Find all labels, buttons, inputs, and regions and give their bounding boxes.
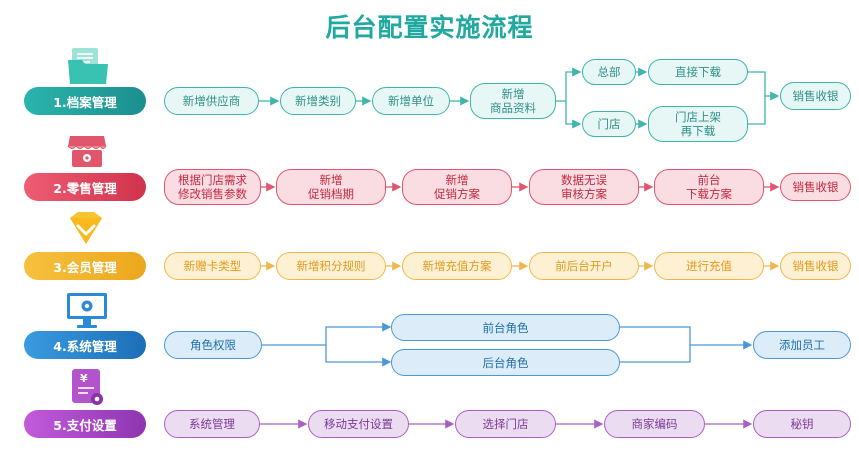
file-folder-icon: [68, 48, 108, 84]
step-add-product: 新增 商品资料: [470, 83, 556, 119]
step-front-download-plan: 前台 下载方案: [654, 169, 764, 205]
step-new-gift-card-type: 新赠卡类型: [164, 252, 261, 280]
row-label-member: 3.会员管理: [24, 252, 146, 280]
row-label-payment: 5.支付设置: [24, 410, 146, 438]
step-add-promo-plan: 新增 促销方案: [402, 169, 512, 205]
step-mobile-payment-settings: 移动支付设置: [308, 410, 409, 438]
step-add-points-rule: 新增积分规则: [276, 252, 386, 280]
row-label-archive: 1.档案管理: [24, 87, 146, 115]
step-store: 门店: [582, 111, 636, 137]
step-merchant-code: 商家编码: [604, 410, 705, 438]
step-sales-checkout-1: 销售收银: [780, 82, 851, 110]
step-modify-sales-params: 根据门店需求 修改销售参数: [164, 169, 261, 205]
monitor-gear-icon: [67, 293, 107, 328]
step-add-supplier: 新增供应商: [164, 87, 259, 115]
step-select-store: 选择门店: [455, 410, 556, 438]
step-direct-download: 直接下载: [648, 59, 748, 85]
step-open-account: 前后台开户: [529, 252, 639, 280]
diamond-badge-icon: [70, 212, 102, 244]
step-add-promo-period: 新增 促销档期: [276, 169, 386, 205]
step-add-employee: 添加员工: [753, 331, 851, 359]
step-headquarters: 总部: [582, 59, 636, 85]
step-back-role: 后台角色: [391, 349, 620, 376]
step-system-management: 系统管理: [164, 410, 260, 438]
step-sales-checkout-3: 销售收银: [780, 252, 851, 280]
step-review-plan: 数据无误 审核方案: [529, 169, 639, 205]
step-sales-checkout-2: 销售收银: [780, 173, 851, 201]
step-add-unit: 新增单位: [372, 87, 450, 115]
step-recharge: 进行充值: [654, 252, 764, 280]
step-role-permissions: 角色权限: [164, 331, 262, 359]
store-icon: [67, 136, 107, 167]
step-front-role: 前台角色: [391, 314, 620, 341]
step-secret-key: 秘钥: [753, 410, 851, 438]
step-add-recharge-plan: 新增充值方案: [402, 252, 512, 280]
row-label-retail: 2.零售管理: [24, 173, 146, 201]
page-title: 后台配置实施流程: [325, 13, 534, 42]
step-add-category: 新增类别: [280, 87, 356, 115]
row-label-system: 4.系统管理: [24, 331, 146, 359]
svg-text:¥: ¥: [80, 372, 88, 385]
payment-doc-icon: ¥: [72, 369, 103, 405]
step-store-shelf-download: 门店上架 再下载: [648, 106, 748, 142]
